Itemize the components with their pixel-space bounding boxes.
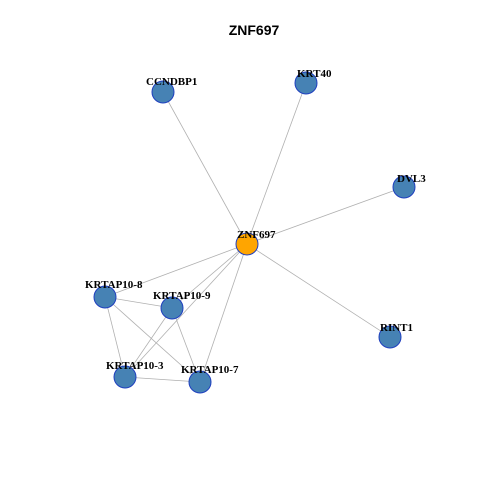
edge-znf697-krtap10-8 (104, 243, 248, 298)
node-label-krtap10-9: KRTAP10-9 (153, 290, 211, 302)
node-label-krtap10-7: KRTAP10-7 (181, 364, 239, 376)
node-krtap10-9[interactable] (160, 296, 184, 320)
edge-krtap10-3-krtap10-7 (124, 376, 201, 383)
edge-znf697-krt40 (246, 82, 307, 245)
edge-krtap10-8-krtap10-3 (104, 296, 126, 378)
node-znf697[interactable] (235, 232, 259, 256)
node-label-krtap10-8: KRTAP10-8 (85, 279, 143, 291)
edge-znf697-ccndbp1 (162, 91, 248, 245)
edge-znf697-dvl3 (246, 186, 405, 245)
labels-layer: ZNF697 CCNDBP1 KRT40DVL3KRTAP10-8KRTAP10-9… (85, 68, 426, 376)
node-rint1[interactable] (378, 325, 402, 349)
edges-layer (104, 82, 405, 383)
edge-znf697-rint1 (246, 243, 391, 338)
edge-znf697-krtap10-9 (171, 243, 248, 309)
edge-krtap10-8-krtap10-7 (104, 296, 201, 383)
node-krtap10-7[interactable] (188, 370, 212, 394)
edge-krtap10-9-krtap10-7 (171, 307, 201, 383)
diagram-title: ZNF697 (229, 22, 280, 38)
edge-znf697-krtap10-3 (124, 243, 248, 378)
node-krt40[interactable] (294, 71, 318, 95)
node-label-krt40: KRT40 (297, 68, 332, 80)
node-label-ccndbp1: CCNDBP1 (146, 76, 197, 88)
node-label-znf697: ZNF697 (237, 229, 276, 241)
node-dvl3[interactable] (392, 175, 416, 199)
edge-znf697-krtap10-7 (199, 243, 248, 383)
node-label-rint1: RINT1 (380, 322, 413, 334)
node-label-dvl3: DVL3 (397, 173, 426, 185)
node-krtap10-3[interactable] (113, 365, 137, 389)
node-krtap10-8[interactable] (93, 285, 117, 309)
node-label-krtap10-3: KRTAP10-3 (106, 360, 164, 372)
node-ccndbp1[interactable] (151, 80, 175, 104)
edge-krtap10-9-krtap10-3 (124, 307, 173, 378)
nodes-layer (93, 71, 416, 394)
